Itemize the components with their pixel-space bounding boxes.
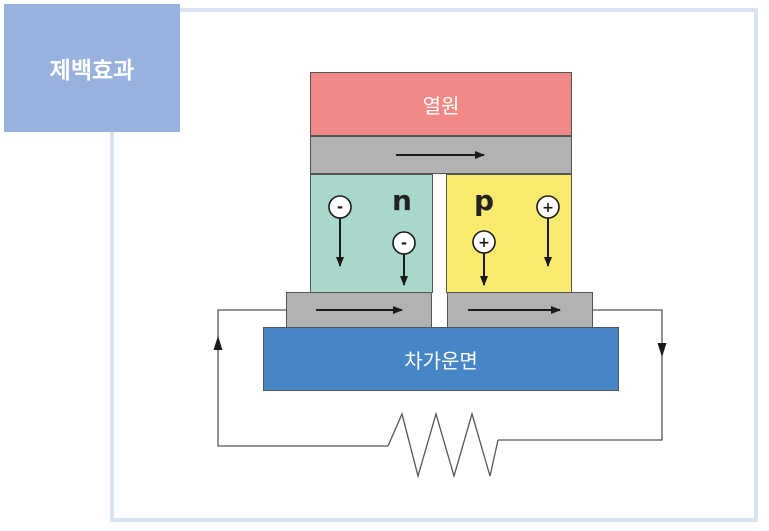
right-wire-down-arrow [657,343,667,357]
cooling-surface: 차가운면 [263,327,619,391]
right-circuit-wire [498,309,663,441]
resistor-zigzag [387,411,499,479]
n-carrier-2-sign: - [401,234,407,252]
diagram-frame [110,8,758,522]
p-carrier-2-sign: + [542,200,554,216]
p-carrier-1: + [472,230,496,286]
p-leg-label: p [474,184,495,217]
cooling-surface-label: 차가운면 [404,348,478,373]
n-carrier-1: - [328,195,352,267]
n-leg-label: n [392,184,412,217]
p-carrier-1-sign: + [478,235,490,251]
diagram-title: 제백효과 [49,58,135,84]
title-box: 제백효과 [4,4,180,132]
left-wire-up-arrow [213,336,223,350]
n-carrier-2: - [392,231,416,286]
p-type-leg [446,174,572,293]
heat-source-label: 열원 [422,93,460,118]
n-carrier-1-sign: - [337,198,343,216]
p-carrier-2: + [536,195,560,267]
left-circuit-wire [217,309,388,447]
heat-source: 열원 [310,72,572,136]
